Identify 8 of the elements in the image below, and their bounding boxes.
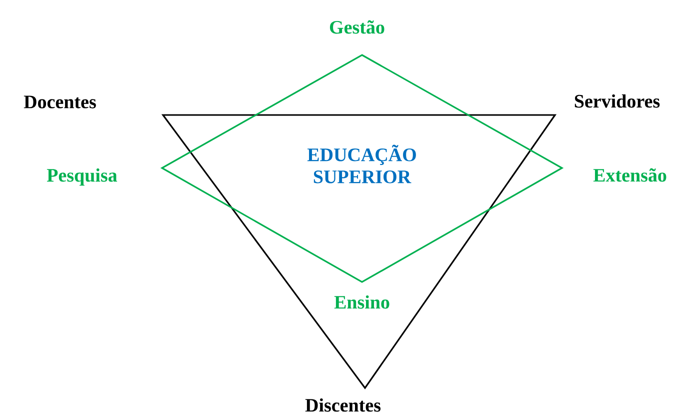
vertex-label: Pesquisa [46, 168, 118, 186]
vertex-label: Extensão [593, 168, 666, 182]
vertex-label: Servidores [574, 94, 660, 108]
vertex-label: Ensino [334, 295, 390, 309]
title-text: EDUCAÇÃO SUPERIOR [307, 144, 416, 184]
vertex-label: Discentes [305, 398, 381, 412]
vertex-label: Gestão [330, 20, 384, 34]
vertex-label: Docentes [24, 96, 96, 108]
